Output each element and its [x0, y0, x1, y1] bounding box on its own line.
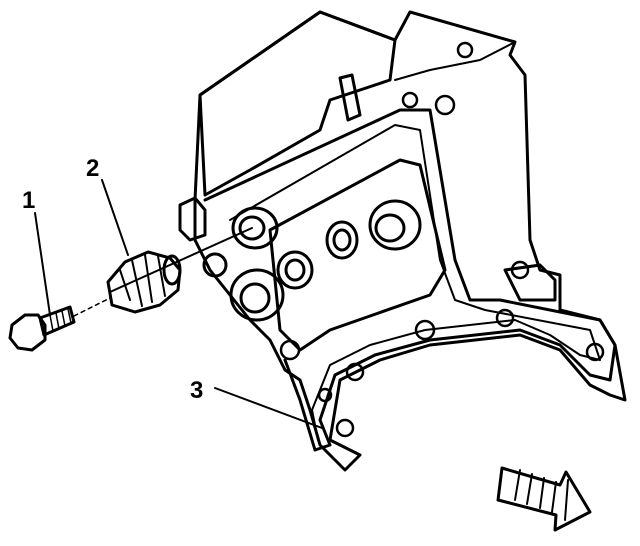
callout-2: 2 — [86, 155, 99, 182]
callout-3: 3 — [190, 377, 203, 404]
engine-front-cover — [178, 10, 627, 472]
bolt-component — [8, 297, 111, 352]
callout-1: 1 — [22, 187, 35, 214]
forward-arrow-icon — [496, 466, 592, 532]
sensor-component — [106, 227, 253, 314]
leader-lines — [34, 179, 323, 429]
